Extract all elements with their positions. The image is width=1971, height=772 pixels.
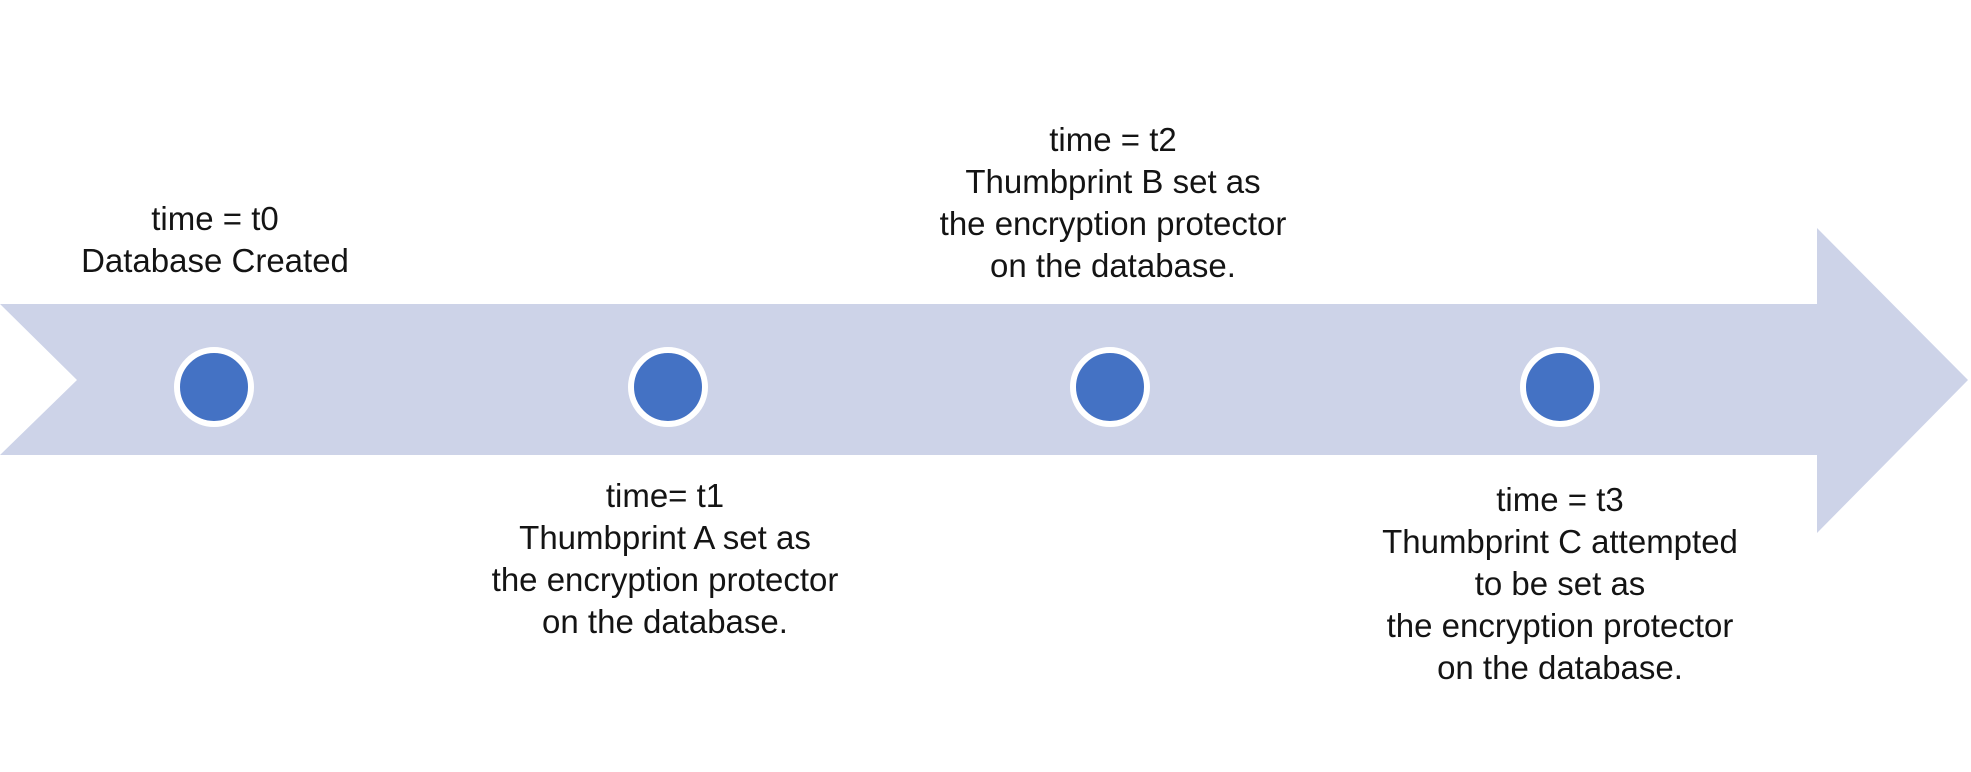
milestone-label-t3: time = t3 Thumbprint C attempted to be s… — [1382, 481, 1738, 686]
milestone-marker-t0 — [174, 347, 254, 427]
timeline-arrow-shape — [0, 228, 1968, 533]
milestone-marker-t2 — [1070, 347, 1150, 427]
milestone-label-t2: time = t2 Thumbprint B set as the encryp… — [939, 121, 1287, 284]
milestone-label-t0: time = t0 Database Created — [81, 200, 349, 279]
milestone-marker-t1 — [628, 347, 708, 427]
milestone-marker-t3 — [1520, 347, 1600, 427]
milestone-label-t1: time= t1 Thumbprint A set as the encrypt… — [491, 477, 839, 640]
